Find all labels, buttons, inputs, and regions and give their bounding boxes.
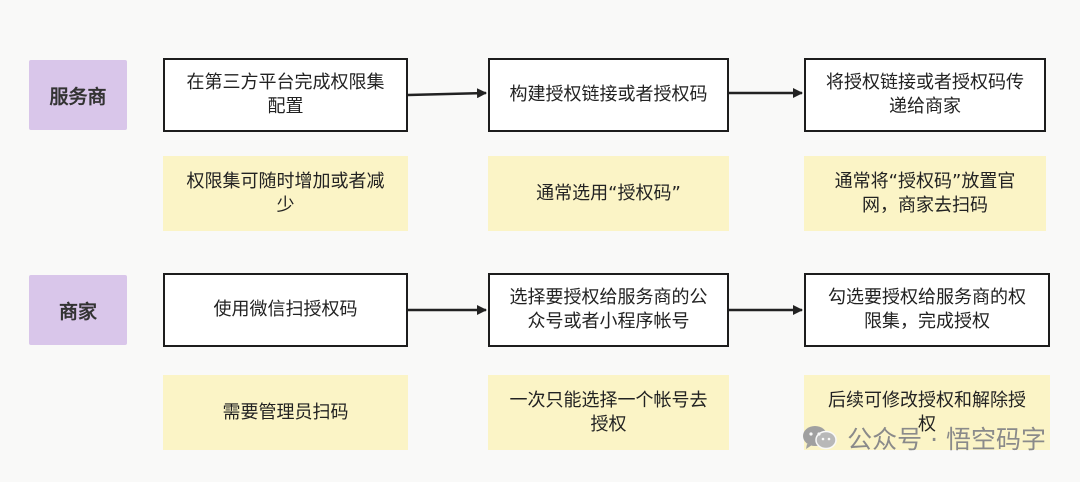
merchant-note-2: 一次只能选择一个帐号去授权	[488, 375, 729, 450]
role-merchant: 商家	[29, 275, 127, 345]
merchant-note-1: 需要管理员扫码	[163, 375, 408, 450]
provider-note-3: 通常将“授权码”放置官网，商家去扫码	[804, 156, 1046, 231]
merchant-note-3: 后续可修改授权和解除授权	[804, 375, 1050, 450]
provider-note-2: 通常选用“授权码”	[488, 156, 729, 231]
provider-step-3: 将授权链接或者授权码传递给商家	[804, 58, 1046, 132]
provider-step-1: 在第三方平台完成权限集配置	[163, 58, 408, 132]
role-provider: 服务商	[29, 60, 127, 130]
arrow-provider-1-2	[407, 88, 487, 99]
wechat-icon	[803, 426, 837, 450]
merchant-step-2: 选择要授权给服务商的公众号或者小程序帐号	[488, 273, 729, 347]
watermark-text: 公众号 · 悟空码字	[847, 425, 1046, 454]
watermark: 公众号 · 悟空码字	[801, 420, 1046, 456]
merchant-step-3: 勾选要授权给服务商的权限集，完成授权	[804, 273, 1050, 347]
provider-note-1: 权限集可随时增加或者减少	[163, 156, 408, 231]
provider-step-2: 构建授权链接或者授权码	[488, 58, 729, 132]
merchant-step-1: 使用微信扫授权码	[163, 273, 408, 347]
